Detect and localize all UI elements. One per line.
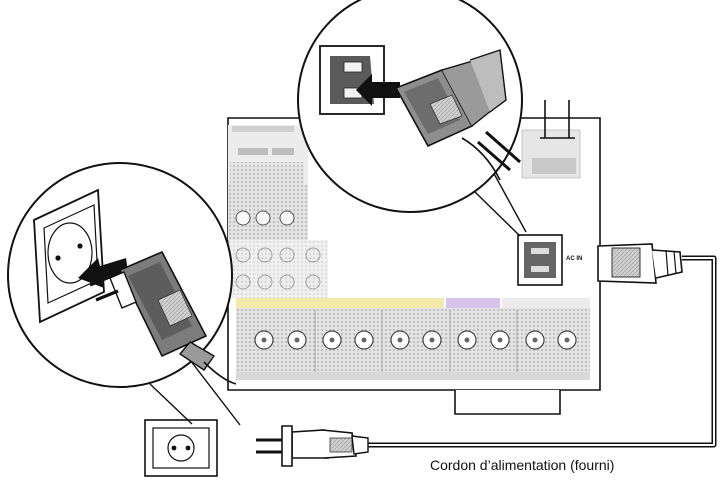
power-cord-caption: Cordon d’alimentation (fourni) — [430, 457, 615, 473]
wall-outlet-bottom — [144, 419, 218, 477]
receiver-rear-panel: AC IN — [227, 100, 601, 415]
power-cord — [256, 243, 717, 467]
arrow-right-icon — [356, 74, 400, 106]
ac-in-label: AC IN — [566, 256, 582, 262]
magnifier-outlet-detail — [7, 162, 241, 426]
ac-inlet — [517, 234, 563, 286]
magnifier-inlet-detail — [297, 0, 527, 237]
arrow-right-icon — [78, 258, 128, 288]
